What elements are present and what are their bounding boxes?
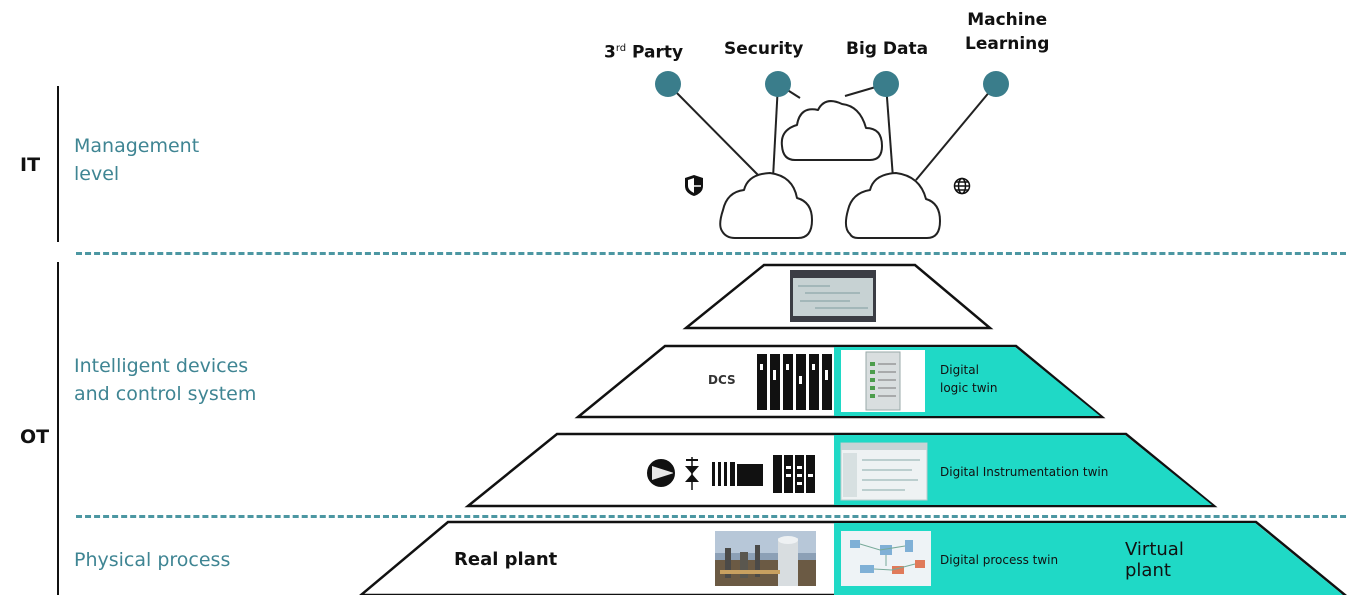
management-level-label: Management level xyxy=(74,132,199,188)
shield-icon xyxy=(685,175,703,196)
globe-icon xyxy=(953,177,971,195)
tier-physical-twin-fill xyxy=(834,523,1343,595)
it-divider-line xyxy=(57,86,59,242)
ot-divider-line xyxy=(57,262,59,595)
third-party-label-rest: Party xyxy=(626,42,684,63)
management-level-line2: level xyxy=(74,163,120,185)
intelligent-devices-line1: Intelligent devices xyxy=(74,355,249,377)
dcs-label: DCS xyxy=(708,373,736,387)
instrumentation-twin-screen xyxy=(840,442,928,501)
cloud-icon xyxy=(844,172,941,239)
management-level-line1: Management xyxy=(74,135,200,157)
intelligent-devices-line2: and control system xyxy=(74,383,257,405)
machine-learning-line1: Machine xyxy=(967,10,1048,30)
it-label: IT xyxy=(20,154,41,176)
big-data-label: Big Data xyxy=(846,39,929,59)
virtual-plant-line1: Virtual xyxy=(1125,539,1184,560)
process-twin-screen xyxy=(841,531,931,586)
valve-icon xyxy=(685,457,699,490)
real-plant-label: Real plant xyxy=(454,549,558,570)
node-machine-learning[interactable] xyxy=(983,71,1009,97)
hmi-screen-icon xyxy=(790,270,876,322)
logic-twin-screen xyxy=(841,350,925,412)
real-plant-photo xyxy=(715,531,816,586)
digital-process-twin-label: Digital process twin xyxy=(940,553,1059,567)
node-big-data[interactable] xyxy=(873,71,899,97)
virtual-plant-line2: plant xyxy=(1125,560,1171,581)
ot-physical-separator xyxy=(76,515,1346,518)
io-module-icon xyxy=(712,462,763,486)
third-party-label-base: 3 xyxy=(604,42,616,63)
third-party-label: 3rd Party xyxy=(604,37,683,65)
machine-learning-label: Machine Learning xyxy=(965,8,1049,56)
security-label: Security xyxy=(724,39,804,59)
cloud-icon xyxy=(780,100,883,161)
digital-logic-twin-line1: Digital xyxy=(940,363,979,377)
machine-learning-line2: Learning xyxy=(965,34,1050,54)
intelligent-devices-label: Intelligent devices and control system xyxy=(74,352,256,408)
node-third-party[interactable] xyxy=(655,71,681,97)
it-ot-separator xyxy=(76,252,1346,255)
ot-label: OT xyxy=(20,426,50,448)
third-party-label-sup: rd xyxy=(615,43,627,54)
digital-instrumentation-twin-label: Digital Instrumentation twin xyxy=(940,465,1109,479)
cloud-icon xyxy=(719,172,813,239)
physical-process-label: Physical process xyxy=(74,549,231,571)
virtual-plant-label: Virtual plant xyxy=(1125,539,1184,581)
pump-icon xyxy=(647,459,675,487)
controller-icon xyxy=(757,354,832,410)
nodes xyxy=(655,71,1009,97)
digital-logic-twin-line2: logic twin xyxy=(940,381,998,395)
controller-icon xyxy=(773,455,815,493)
tier-instrumentation-twin-fill xyxy=(834,435,1212,505)
node-security[interactable] xyxy=(765,71,791,97)
digital-logic-twin-label: Digital logic twin xyxy=(940,361,998,397)
